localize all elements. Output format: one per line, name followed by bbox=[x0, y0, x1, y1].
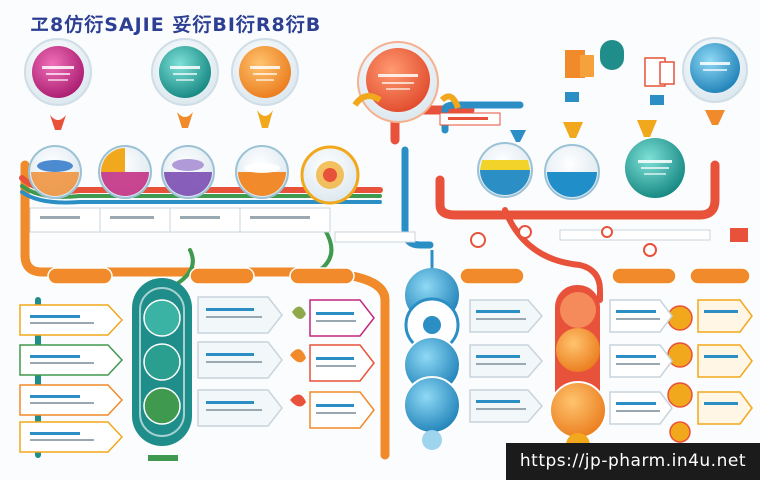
globe-teal[interactable] bbox=[151, 38, 219, 128]
table-strip bbox=[29, 207, 748, 243]
card-column-left bbox=[19, 304, 124, 453]
orange-drops bbox=[667, 305, 693, 443]
globe-magenta[interactable] bbox=[24, 38, 92, 130]
funnel-icon bbox=[510, 120, 657, 142]
card-top-right bbox=[439, 112, 501, 126]
card-column-mid-right bbox=[469, 299, 543, 423]
sign-cluster-top-right bbox=[565, 40, 675, 105]
flask-icon[interactable] bbox=[477, 142, 533, 198]
connector-dots bbox=[470, 225, 657, 257]
label-card-icon bbox=[19, 112, 753, 453]
card-column-right bbox=[609, 299, 753, 425]
globe-red-center[interactable] bbox=[352, 41, 461, 123]
flask-icon[interactable] bbox=[544, 144, 600, 200]
label-tags bbox=[47, 267, 751, 285]
rainbow-pipe-3 bbox=[20, 190, 382, 205]
card-column-mid-left bbox=[197, 296, 283, 427]
red-pipe-right bbox=[435, 160, 720, 220]
flask-icon[interactable] bbox=[161, 145, 215, 199]
main-orange-pipe bbox=[20, 160, 305, 277]
flask-icon[interactable] bbox=[300, 145, 360, 205]
flask-row bbox=[28, 120, 685, 205]
green-vine bbox=[173, 248, 195, 287]
capsule-icon[interactable] bbox=[549, 285, 607, 457]
globe-blue-right[interactable] bbox=[682, 37, 748, 125]
globe-orange[interactable] bbox=[231, 38, 299, 128]
page-title: ヱ8仿衍SAJIE 妥衍BI衍R8衍B bbox=[30, 14, 322, 36]
capsule-icon[interactable] bbox=[132, 278, 192, 461]
source-watermark: https://jp-pharm.in4u.net bbox=[505, 443, 760, 480]
flask-icon[interactable] bbox=[28, 145, 82, 199]
blue-orb-column bbox=[403, 250, 461, 450]
flask-icon[interactable] bbox=[98, 145, 152, 199]
flask-icon[interactable] bbox=[625, 138, 685, 198]
green-vine-2 bbox=[318, 228, 334, 272]
blue-pipe-mid bbox=[401, 146, 434, 249]
flask-icon[interactable] bbox=[235, 145, 289, 199]
card-column-mid bbox=[290, 299, 375, 429]
